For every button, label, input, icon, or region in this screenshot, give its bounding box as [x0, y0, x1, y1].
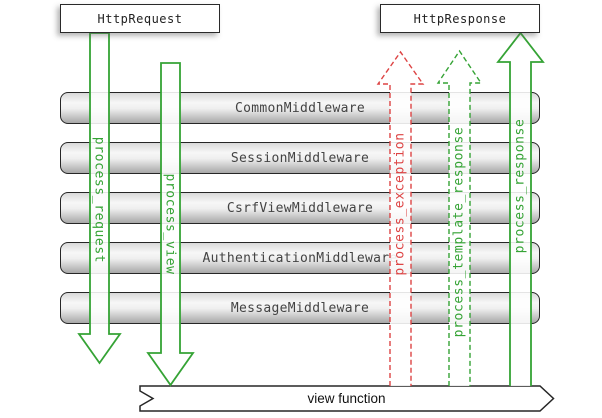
process-template-response-label: process_template_response	[451, 126, 467, 338]
process-exception-arrow	[376, 50, 425, 386]
middleware-bar-label: CsrfViewMiddleware	[226, 200, 374, 216]
process-response-arrow	[496, 31, 545, 386]
http-request-label: HttpRequest	[97, 11, 183, 26]
process-view-arrow	[146, 62, 195, 387]
http-response-label: HttpResponse	[413, 11, 507, 26]
process-view-label: process_view	[162, 173, 178, 275]
view-function-label: view function	[307, 391, 386, 406]
process-exception-label: process_exception	[392, 132, 408, 276]
process-request-label: process_request	[91, 136, 107, 264]
process-request-arrow	[77, 32, 122, 365]
view-function-banner-shape	[139, 385, 555, 412]
process-response-label: process_response	[512, 118, 528, 254]
http-request-box: HttpRequest	[60, 4, 220, 33]
middleware-bar-label: AuthenticationMiddleware	[202, 250, 398, 266]
middleware-bar-label: CommonMiddleware	[234, 100, 366, 116]
middleware-bar-label: SessionMiddleware	[230, 150, 370, 166]
http-response-box: HttpResponse	[380, 4, 540, 33]
middleware-bar-label: MessageMiddleware	[230, 300, 370, 316]
process-template-response-arrow	[436, 49, 483, 386]
